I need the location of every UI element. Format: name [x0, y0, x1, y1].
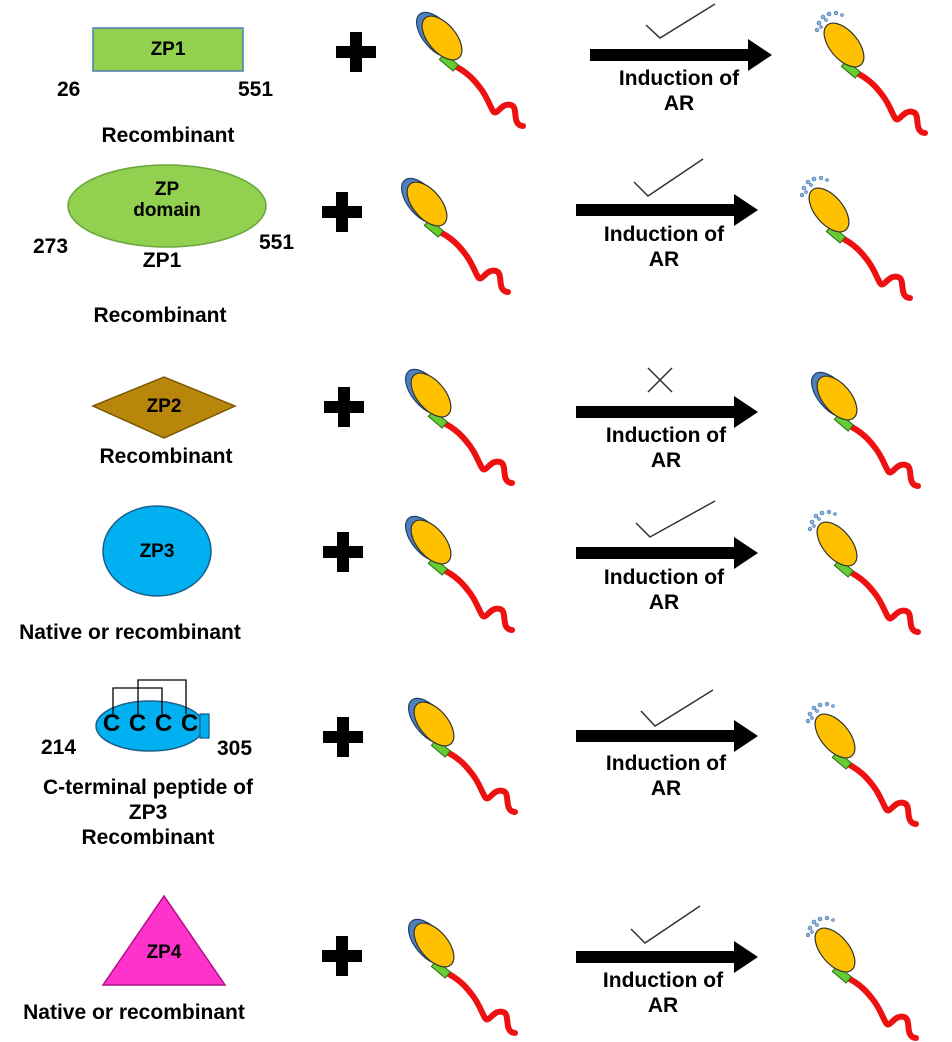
- sperm-icon: [804, 365, 918, 486]
- acrosome-reacted-sperm-icon: [806, 916, 916, 1038]
- arrow-icon: [576, 537, 758, 569]
- zp1-caption: Recombinant: [101, 124, 235, 147]
- acrosome-reacted-sperm-icon: [808, 510, 918, 632]
- sperm-icon: [409, 5, 523, 126]
- zp-domain-end-residue: 551: [259, 231, 295, 254]
- plus-icon: [323, 717, 363, 757]
- plus-icon: [322, 192, 362, 232]
- plus-icon: [336, 32, 376, 72]
- zp1-end-residue: 551: [238, 78, 274, 101]
- check-icon: [633, 158, 704, 197]
- check-icon: [645, 3, 716, 39]
- zp4-label: ZP4: [146, 942, 182, 963]
- check-icon: [630, 905, 701, 944]
- zp3-label: ZP3: [139, 541, 175, 562]
- sperm-icon: [398, 509, 512, 630]
- cysteine-residues: C C C C: [102, 710, 200, 737]
- zp1-rectangle: [92, 27, 244, 72]
- arrow-icon: [576, 720, 758, 752]
- sperm-icon: [401, 912, 515, 1033]
- peptide-end-residue: 305: [217, 737, 253, 760]
- plus-icon: [324, 387, 364, 427]
- zp1-start-residue: 26: [57, 78, 81, 101]
- zp-domain-ellipse: [67, 164, 267, 248]
- acrosome-reacted-sperm-icon: [800, 176, 910, 298]
- acrosome-reacted-sperm-icon: [806, 702, 916, 824]
- zp2-caption: Recombinant: [99, 445, 233, 468]
- sperm-icon: [401, 691, 515, 812]
- check-icon: [640, 689, 714, 727]
- zp1-label: ZP1: [150, 39, 186, 60]
- cross-icon: [647, 367, 673, 393]
- peptide-shape: [95, 679, 210, 752]
- zp4-caption: Native or recombinant: [23, 1001, 245, 1024]
- zp-domain-sub-label: ZP1: [142, 249, 182, 272]
- zp4-triangle: [101, 894, 227, 986]
- zp2-diamond: [91, 376, 237, 439]
- peptide-start-residue: 214: [41, 736, 77, 759]
- sperm-icon: [394, 171, 508, 292]
- zp2-label: ZP2: [146, 396, 182, 417]
- zp3-caption: Native or recombinant: [19, 621, 241, 644]
- zp3-circle: [102, 505, 212, 597]
- zp-domain-caption: Recombinant: [93, 304, 227, 327]
- zp-domain-start-residue: 273: [33, 235, 69, 258]
- sperm-icon: [398, 362, 512, 483]
- arrow-icon: [576, 194, 758, 226]
- acrosome-reacted-sperm-icon: [815, 11, 925, 133]
- check-icon: [635, 500, 716, 538]
- plus-icon: [323, 532, 363, 572]
- plus-icon: [322, 936, 362, 976]
